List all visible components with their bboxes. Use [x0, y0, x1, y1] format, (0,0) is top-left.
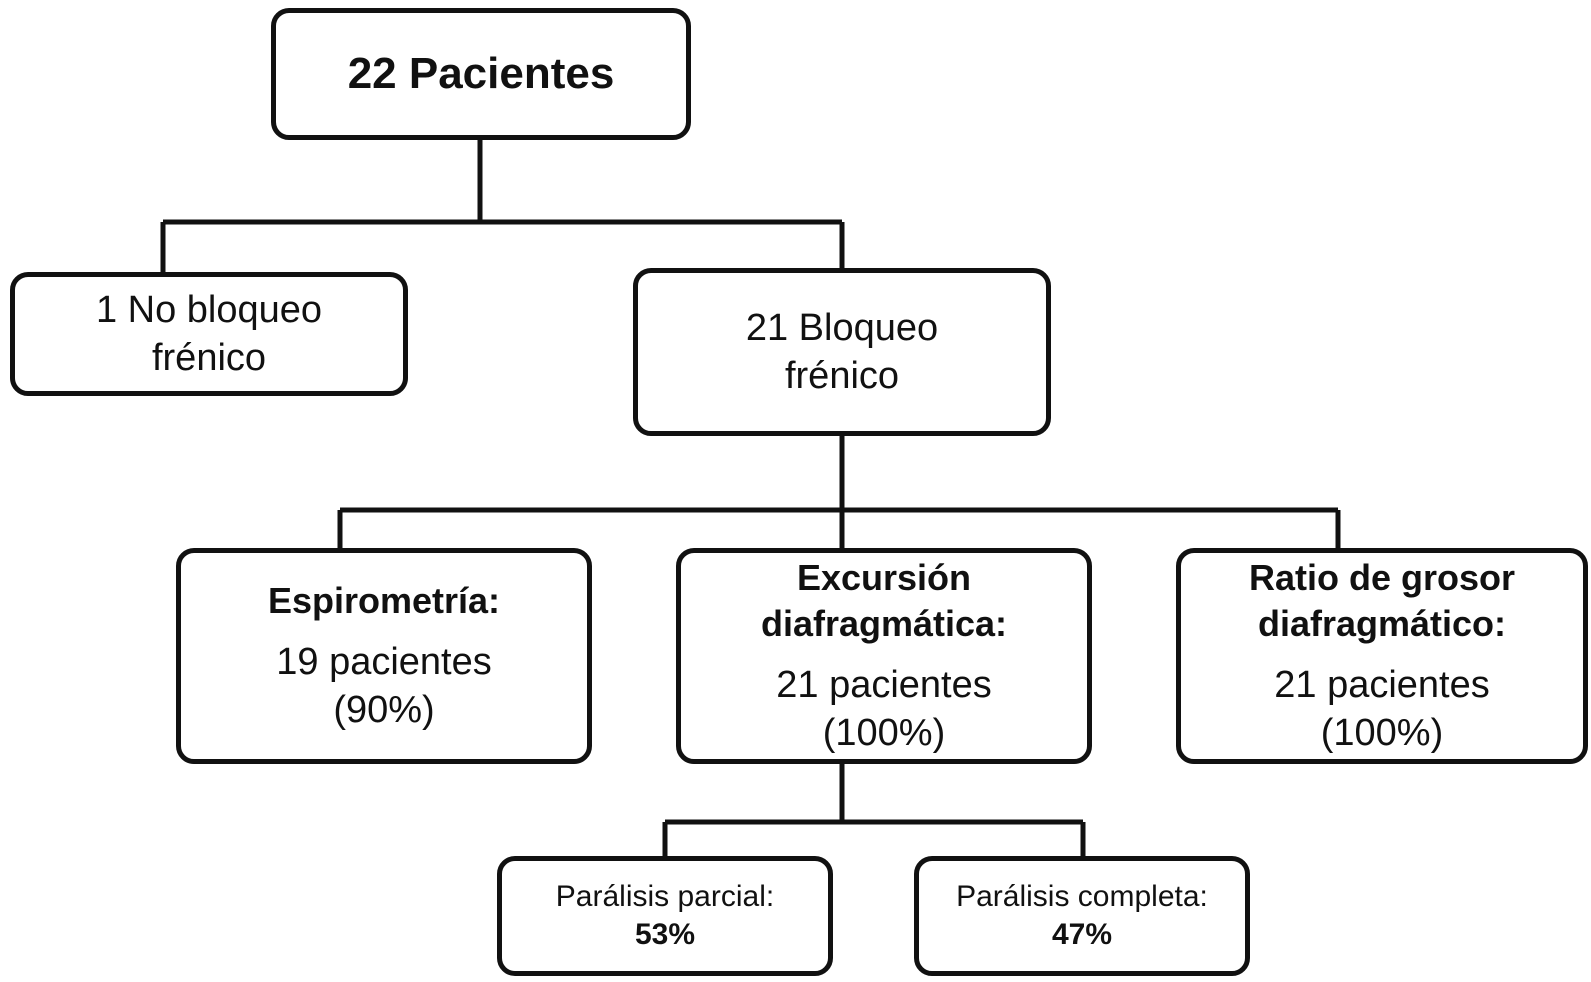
- complete-paralysis-label: Parálisis completa:: [956, 880, 1208, 913]
- block-box: 21 Bloqueo frénico: [633, 268, 1051, 436]
- no-block-box: 1 No bloqueo frénico: [10, 272, 408, 396]
- block-line2: frénico: [784, 355, 900, 397]
- no-block-line2: frénico: [151, 337, 267, 379]
- excursion-box: Excursión diafragmática: 21 pacientes (1…: [676, 548, 1092, 764]
- block-line1: 21 Bloqueo: [745, 307, 939, 349]
- thickness-count: 21 pacientes: [1274, 664, 1490, 706]
- thickness-box: Ratio de grosor diafragmático: 21 pacien…: [1176, 548, 1588, 764]
- partial-paralysis-label: Parálisis parcial:: [555, 880, 775, 913]
- excursion-title-line1: Excursión: [796, 557, 972, 598]
- complete-paralysis-box: Parálisis completa: 47%: [914, 856, 1250, 976]
- thickness-pct: (100%): [1320, 712, 1444, 754]
- complete-paralysis-pct: 47%: [1051, 918, 1113, 951]
- root-box: 22 Pacientes: [271, 8, 691, 140]
- thickness-title-line2: diafragmático:: [1257, 603, 1507, 644]
- partial-paralysis-pct: 53%: [634, 918, 696, 951]
- spirometry-count: 19 pacientes: [276, 641, 492, 683]
- excursion-count: 21 pacientes: [776, 664, 992, 706]
- thickness-title-line1: Ratio de grosor: [1248, 557, 1516, 598]
- root-label: 22 Pacientes: [347, 49, 615, 98]
- spirometry-pct: (90%): [333, 689, 435, 731]
- spirometry-box: Espirometría: 19 pacientes (90%): [176, 548, 592, 764]
- partial-paralysis-box: Parálisis parcial: 53%: [497, 856, 833, 976]
- no-block-line1: 1 No bloqueo: [95, 289, 323, 331]
- excursion-pct: (100%): [822, 712, 946, 754]
- excursion-title-line2: diafragmática:: [760, 603, 1008, 644]
- spirometry-title: Espirometría:: [267, 580, 501, 621]
